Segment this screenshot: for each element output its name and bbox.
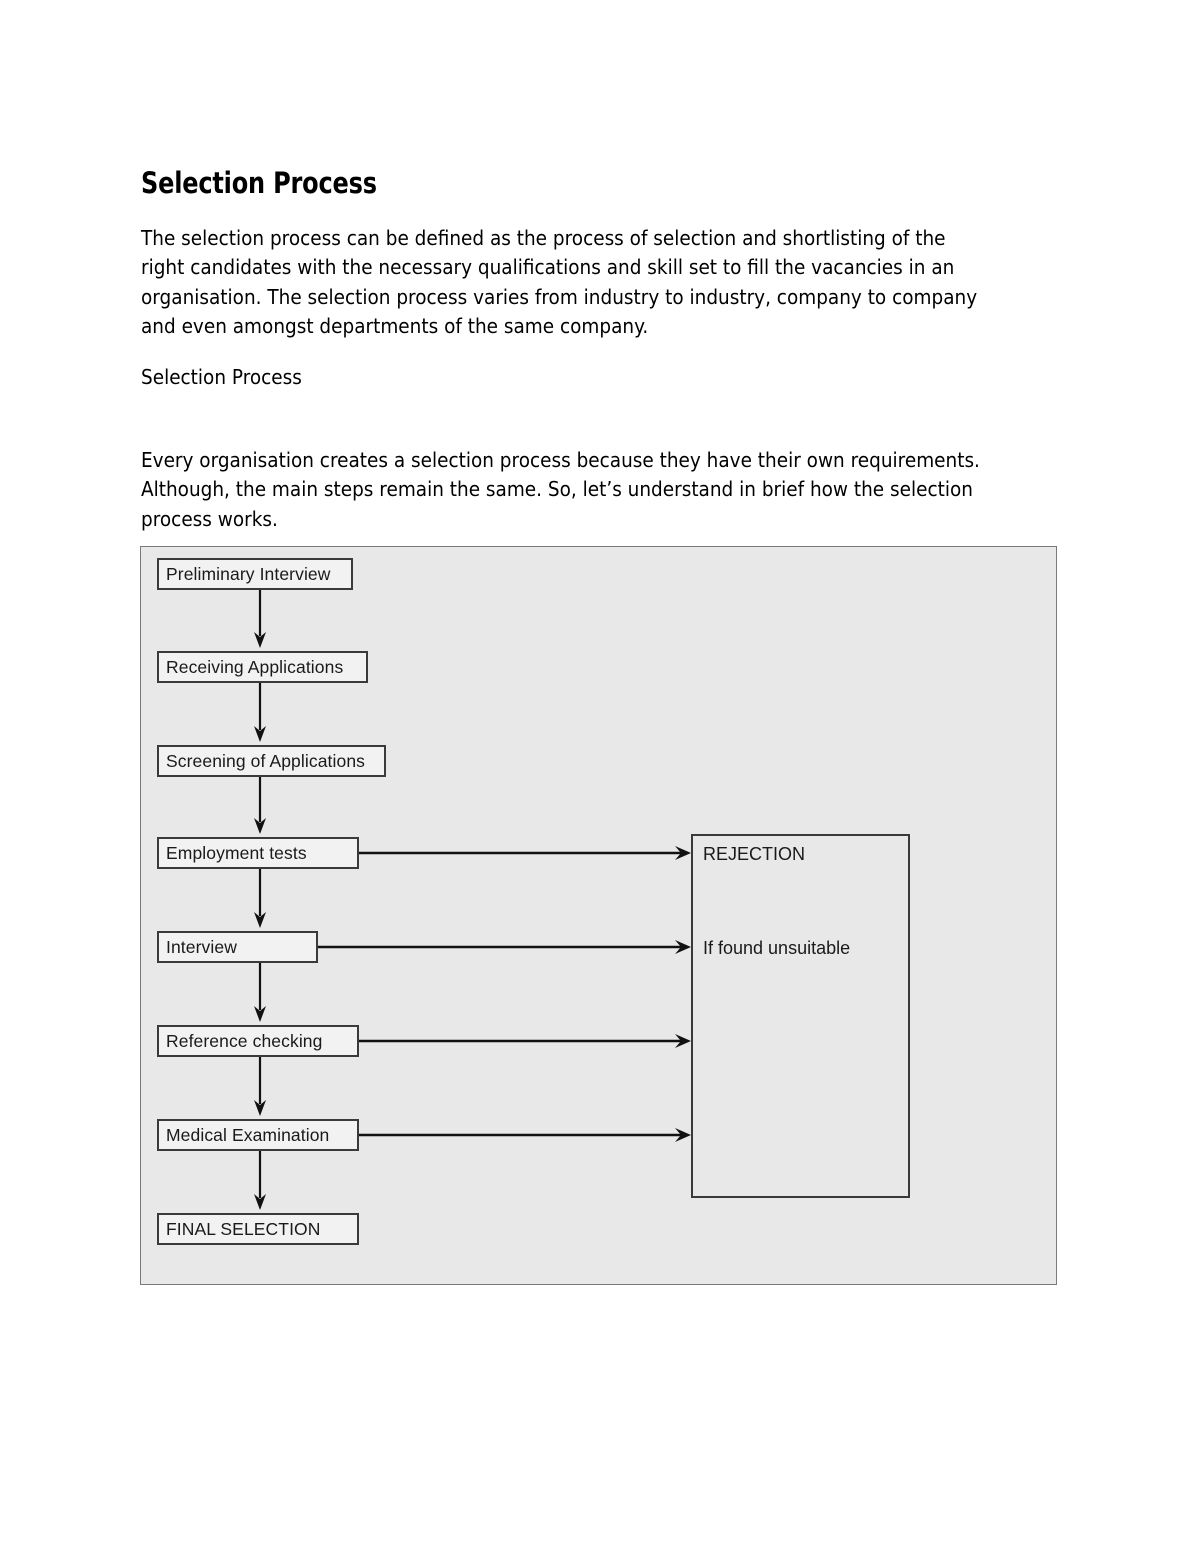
- flow-node-medical-examination: Medical Examination: [157, 1119, 359, 1151]
- rejection-panel: REJECTION If found unsuitable: [691, 834, 910, 1198]
- down-arrow-icon: [252, 963, 268, 1025]
- flow-node-employment-tests: Employment tests: [157, 837, 359, 869]
- down-arrow-icon: [252, 1057, 268, 1119]
- rejection-arrow-medical-examination: [359, 1127, 693, 1143]
- flow-node-reference-checking: Reference checking: [157, 1025, 359, 1057]
- description-paragraph: Every organisation creates a selection p…: [141, 447, 980, 531]
- flow-node-screening-of-applications: Screening of Applications: [157, 745, 386, 777]
- section-subheading: Selection Process: [141, 365, 302, 389]
- flow-node-receiving-applications: Receiving Applications: [157, 651, 368, 683]
- if-found-unsuitable-label: If found unsuitable: [703, 938, 851, 958]
- selection-process-flowchart: REJECTION If found unsuitable Preliminar…: [140, 546, 1057, 1285]
- flow-node-preliminary-interview: Preliminary Interview: [157, 558, 353, 590]
- down-arrow-icon: [252, 683, 268, 745]
- flow-node-final-selection: FINAL SELECTION: [157, 1213, 359, 1245]
- rejection-arrow-interview: [318, 939, 693, 955]
- rejection-arrow-reference-checking: [359, 1033, 693, 1049]
- intro-paragraph: The selection process can be defined as …: [141, 225, 978, 339]
- down-arrow-icon: [252, 590, 268, 651]
- rejection-label: REJECTION: [703, 844, 806, 864]
- down-arrow-icon: [252, 777, 268, 837]
- flow-node-interview: Interview: [157, 931, 318, 963]
- down-arrow-icon: [252, 869, 268, 931]
- down-arrow-icon: [252, 1151, 268, 1213]
- page-title: Selection Process: [141, 166, 377, 201]
- rejection-arrow-employment-tests: [359, 845, 693, 861]
